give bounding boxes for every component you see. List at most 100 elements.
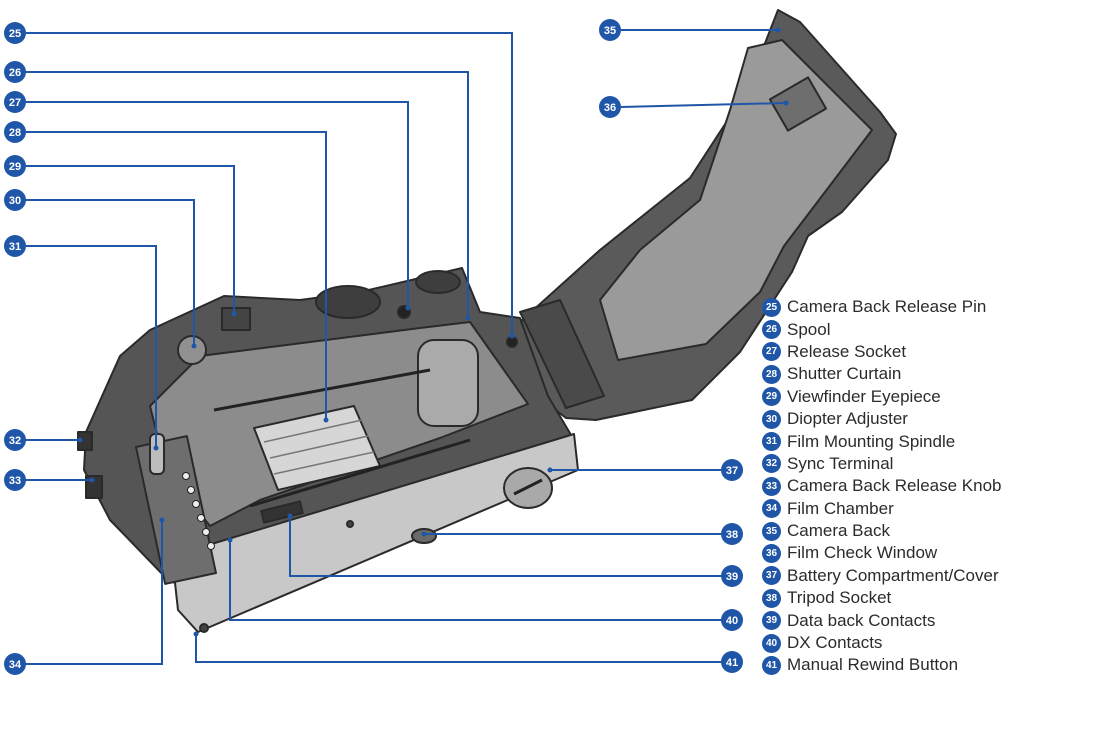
callout-number-28: 28 bbox=[9, 127, 21, 139]
leader-end-25 bbox=[509, 333, 515, 339]
legend-number-badge: 29 bbox=[762, 387, 781, 407]
legend-number-badge: 30 bbox=[762, 409, 781, 429]
legend-number-badge: 35 bbox=[762, 521, 781, 541]
leader-line-30 bbox=[26, 199, 195, 346]
legend-label: DX Contacts bbox=[787, 633, 883, 653]
leader-line-41 bbox=[195, 634, 721, 663]
callout-marker-30 bbox=[4, 189, 26, 211]
callout-marker-40 bbox=[721, 609, 743, 631]
legend-label: Viewfinder Eyepiece bbox=[787, 386, 941, 406]
legend-label: Camera Back bbox=[787, 521, 890, 541]
legend-item: 25 Camera Back Release Pin bbox=[762, 296, 1102, 318]
leader-line-39 bbox=[289, 516, 721, 577]
legend-item: 36 Film Check Window bbox=[762, 542, 1102, 564]
leader-end-28 bbox=[323, 417, 329, 423]
legend-label: Film Chamber bbox=[787, 498, 894, 518]
callout-number-33: 33 bbox=[9, 475, 21, 487]
leader-line-28 bbox=[26, 131, 327, 420]
callout-number-37: 37 bbox=[726, 465, 738, 477]
legend-number-badge: 36 bbox=[762, 543, 781, 563]
legend-label: Release Socket bbox=[787, 341, 907, 361]
legend-number-badge: 37 bbox=[762, 566, 781, 586]
legend-label: Film Mounting Spindle bbox=[787, 431, 956, 451]
rewind-dial-shape bbox=[415, 270, 461, 294]
callout-number-40: 40 bbox=[726, 615, 738, 627]
legend-item: 38 Tripod Socket bbox=[762, 587, 1102, 609]
legend-item: 35 Camera Back bbox=[762, 520, 1102, 542]
callout-number-26: 26 bbox=[9, 67, 21, 79]
callout-marker-26 bbox=[4, 61, 26, 83]
legend-label: Data back Contacts bbox=[787, 610, 936, 630]
callout-marker-27 bbox=[4, 91, 26, 113]
pressure-plate-rail bbox=[519, 299, 605, 409]
leader-end-41 bbox=[193, 631, 199, 637]
legend-number-badge: 27 bbox=[762, 342, 781, 362]
legend-item: 37 Battery Compartment/Cover bbox=[762, 565, 1102, 587]
legend-label: Film Check Window bbox=[787, 543, 938, 563]
legend-number-badge: 28 bbox=[762, 364, 781, 384]
shutter-dial-shape bbox=[315, 285, 381, 319]
legend-number-badge: 39 bbox=[762, 611, 781, 631]
legend-label: Spool bbox=[787, 319, 831, 339]
leader-line-36 bbox=[620, 102, 787, 108]
legend-number-badge: 25 bbox=[762, 297, 781, 317]
callout-number-34: 34 bbox=[9, 659, 22, 671]
callout-number-32: 32 bbox=[9, 435, 21, 447]
callout-marker-34 bbox=[4, 653, 26, 675]
leader-end-38 bbox=[421, 531, 427, 537]
leader-end-34 bbox=[159, 517, 165, 523]
legend-label: Camera Back Release Knob bbox=[787, 476, 1002, 496]
callout-marker-41 bbox=[721, 651, 743, 673]
camera-base-plate bbox=[171, 433, 579, 633]
legend-number-badge: 41 bbox=[762, 655, 781, 675]
callout-number-25: 25 bbox=[9, 28, 21, 40]
legend-label: Tripod Socket bbox=[787, 588, 892, 608]
callout-marker-31 bbox=[4, 235, 26, 257]
leader-line-31 bbox=[26, 245, 157, 448]
leader-end-35 bbox=[775, 27, 781, 33]
leader-end-27 bbox=[405, 305, 411, 311]
leader-end-37 bbox=[547, 467, 553, 473]
callout-marker-28 bbox=[4, 121, 26, 143]
legend-number-badge: 31 bbox=[762, 432, 781, 452]
legend-number-badge: 32 bbox=[762, 454, 781, 474]
callout-marker-39 bbox=[721, 565, 743, 587]
leader-line-40 bbox=[229, 540, 721, 621]
callout-marker-32 bbox=[4, 429, 26, 451]
callout-marker-33 bbox=[4, 469, 26, 491]
callout-number-35: 35 bbox=[604, 25, 616, 37]
callout-number-29: 29 bbox=[9, 161, 21, 173]
callout-number-31: 31 bbox=[9, 241, 21, 253]
legend-label: Battery Compartment/Cover bbox=[787, 565, 999, 585]
leader-line-29 bbox=[26, 165, 235, 314]
callout-marker-29 bbox=[4, 155, 26, 177]
legend-number-badge: 40 bbox=[762, 633, 781, 653]
legend-item: 27 Release Socket bbox=[762, 341, 1102, 363]
callout-number-38: 38 bbox=[726, 529, 738, 541]
callout-number-41: 41 bbox=[726, 657, 738, 669]
leader-end-40 bbox=[227, 537, 233, 543]
callout-marker-37 bbox=[721, 459, 743, 481]
legend-item: 31 Film Mounting Spindle bbox=[762, 430, 1102, 452]
leader-end-32 bbox=[77, 437, 83, 443]
leader-line-27 bbox=[26, 101, 409, 308]
legend-item: 30 Diopter Adjuster bbox=[762, 408, 1102, 430]
callout-marker-35 bbox=[599, 19, 621, 41]
leader-end-39 bbox=[287, 513, 293, 519]
legend-number-badge: 38 bbox=[762, 588, 781, 608]
camera-illustration bbox=[77, 9, 897, 633]
callout-number-39: 39 bbox=[726, 571, 738, 583]
diopter-adjuster-shape bbox=[177, 335, 207, 365]
legend-label: Manual Rewind Button bbox=[787, 655, 959, 675]
legend-label: Camera Back Release Pin bbox=[787, 297, 987, 317]
legend-item: 41 Manual Rewind Button bbox=[762, 654, 1102, 676]
legend-label: Diopter Adjuster bbox=[787, 409, 908, 429]
callout-number-36: 36 bbox=[604, 102, 616, 114]
spool-shape bbox=[417, 339, 479, 427]
